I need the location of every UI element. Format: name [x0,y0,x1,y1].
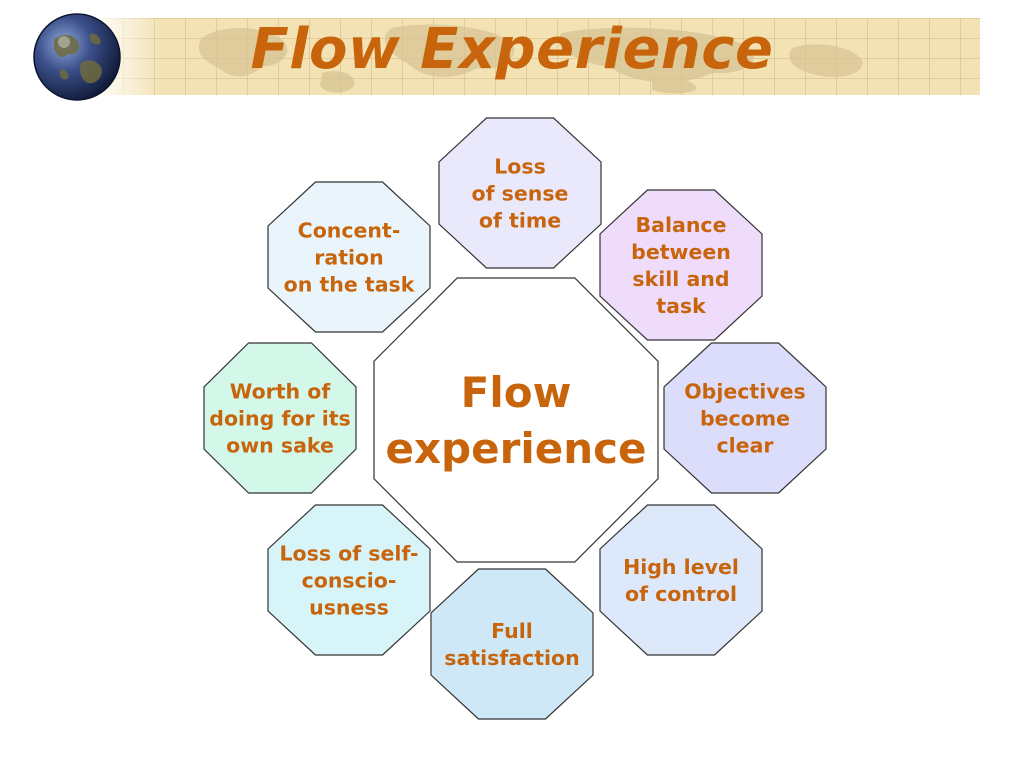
node-loss-of-sense-of-time: Loss of sense of time [438,117,602,269]
title-banner [92,18,980,95]
node-loss-self-consciousness-line: Loss of self- [279,541,418,565]
node-balance-skill-task-line: task [656,294,707,318]
node-concentration-line: ration [314,245,383,269]
node-full-satisfaction-shape [430,568,594,720]
slide-title: Flow Experience [250,17,774,82]
node-balance-skill-task-line: Balance [636,213,727,237]
node-loss-of-sense-of-time-line: Loss [494,154,546,178]
node-worth-doing-line: own sake [226,433,334,457]
node-objectives-clear-shape [663,342,827,494]
center-node-line: experience [385,424,646,473]
node-high-level-control-shape [599,504,763,656]
node-loss-of-sense-of-time-line: of sense [472,181,569,205]
node-high-level-control-line: of control [625,582,737,606]
node-balance-skill-task-line: skill and [632,267,729,291]
node-concentration: Concent-ration on the task [267,181,431,333]
node-worth-doing-line: Worth of [230,379,332,403]
node-high-level-control: High level of control [599,504,763,656]
globe-icon [33,13,121,101]
center-node-shape [373,277,659,563]
node-loss-self-consciousness-line: usness [309,595,389,619]
node-concentration-line: Concent- [298,218,401,242]
node-balance-skill-task-line: between [631,240,731,264]
node-loss-of-sense-of-time-line: of time [479,208,561,232]
node-worth-doing: Worth of doing for its own sake [203,342,357,494]
center-node-line: Flow [461,368,572,417]
node-loss-self-consciousness: Loss of self-conscio-usness [267,504,431,656]
node-loss-self-consciousness-line: conscio- [302,568,397,592]
node-worth-doing-line: doing for its [209,406,350,430]
node-high-level-control-line: High level [623,555,739,579]
world-map-icon [198,24,863,94]
node-full-satisfaction-line: Full [491,619,533,643]
node-concentration-shape [267,181,431,333]
node-objectives-clear-line: Objectives [684,379,805,403]
node-loss-of-sense-of-time-shape [438,117,602,269]
center-node: Flow experience [373,277,659,563]
node-balance-skill-task-shape [599,189,763,341]
node-full-satisfaction-line: satisfaction [444,646,579,670]
node-concentration-line: on the task [284,272,416,296]
node-objectives-clear-line: clear [716,433,774,457]
node-full-satisfaction: Full satisfaction [430,568,594,720]
node-objectives-clear-line: become [700,406,790,430]
node-worth-doing-shape [203,342,357,494]
node-loss-self-consciousness-shape [267,504,431,656]
node-balance-skill-task: Balance between skill and task [599,189,763,341]
node-objectives-clear: Objectives become clear [663,342,827,494]
